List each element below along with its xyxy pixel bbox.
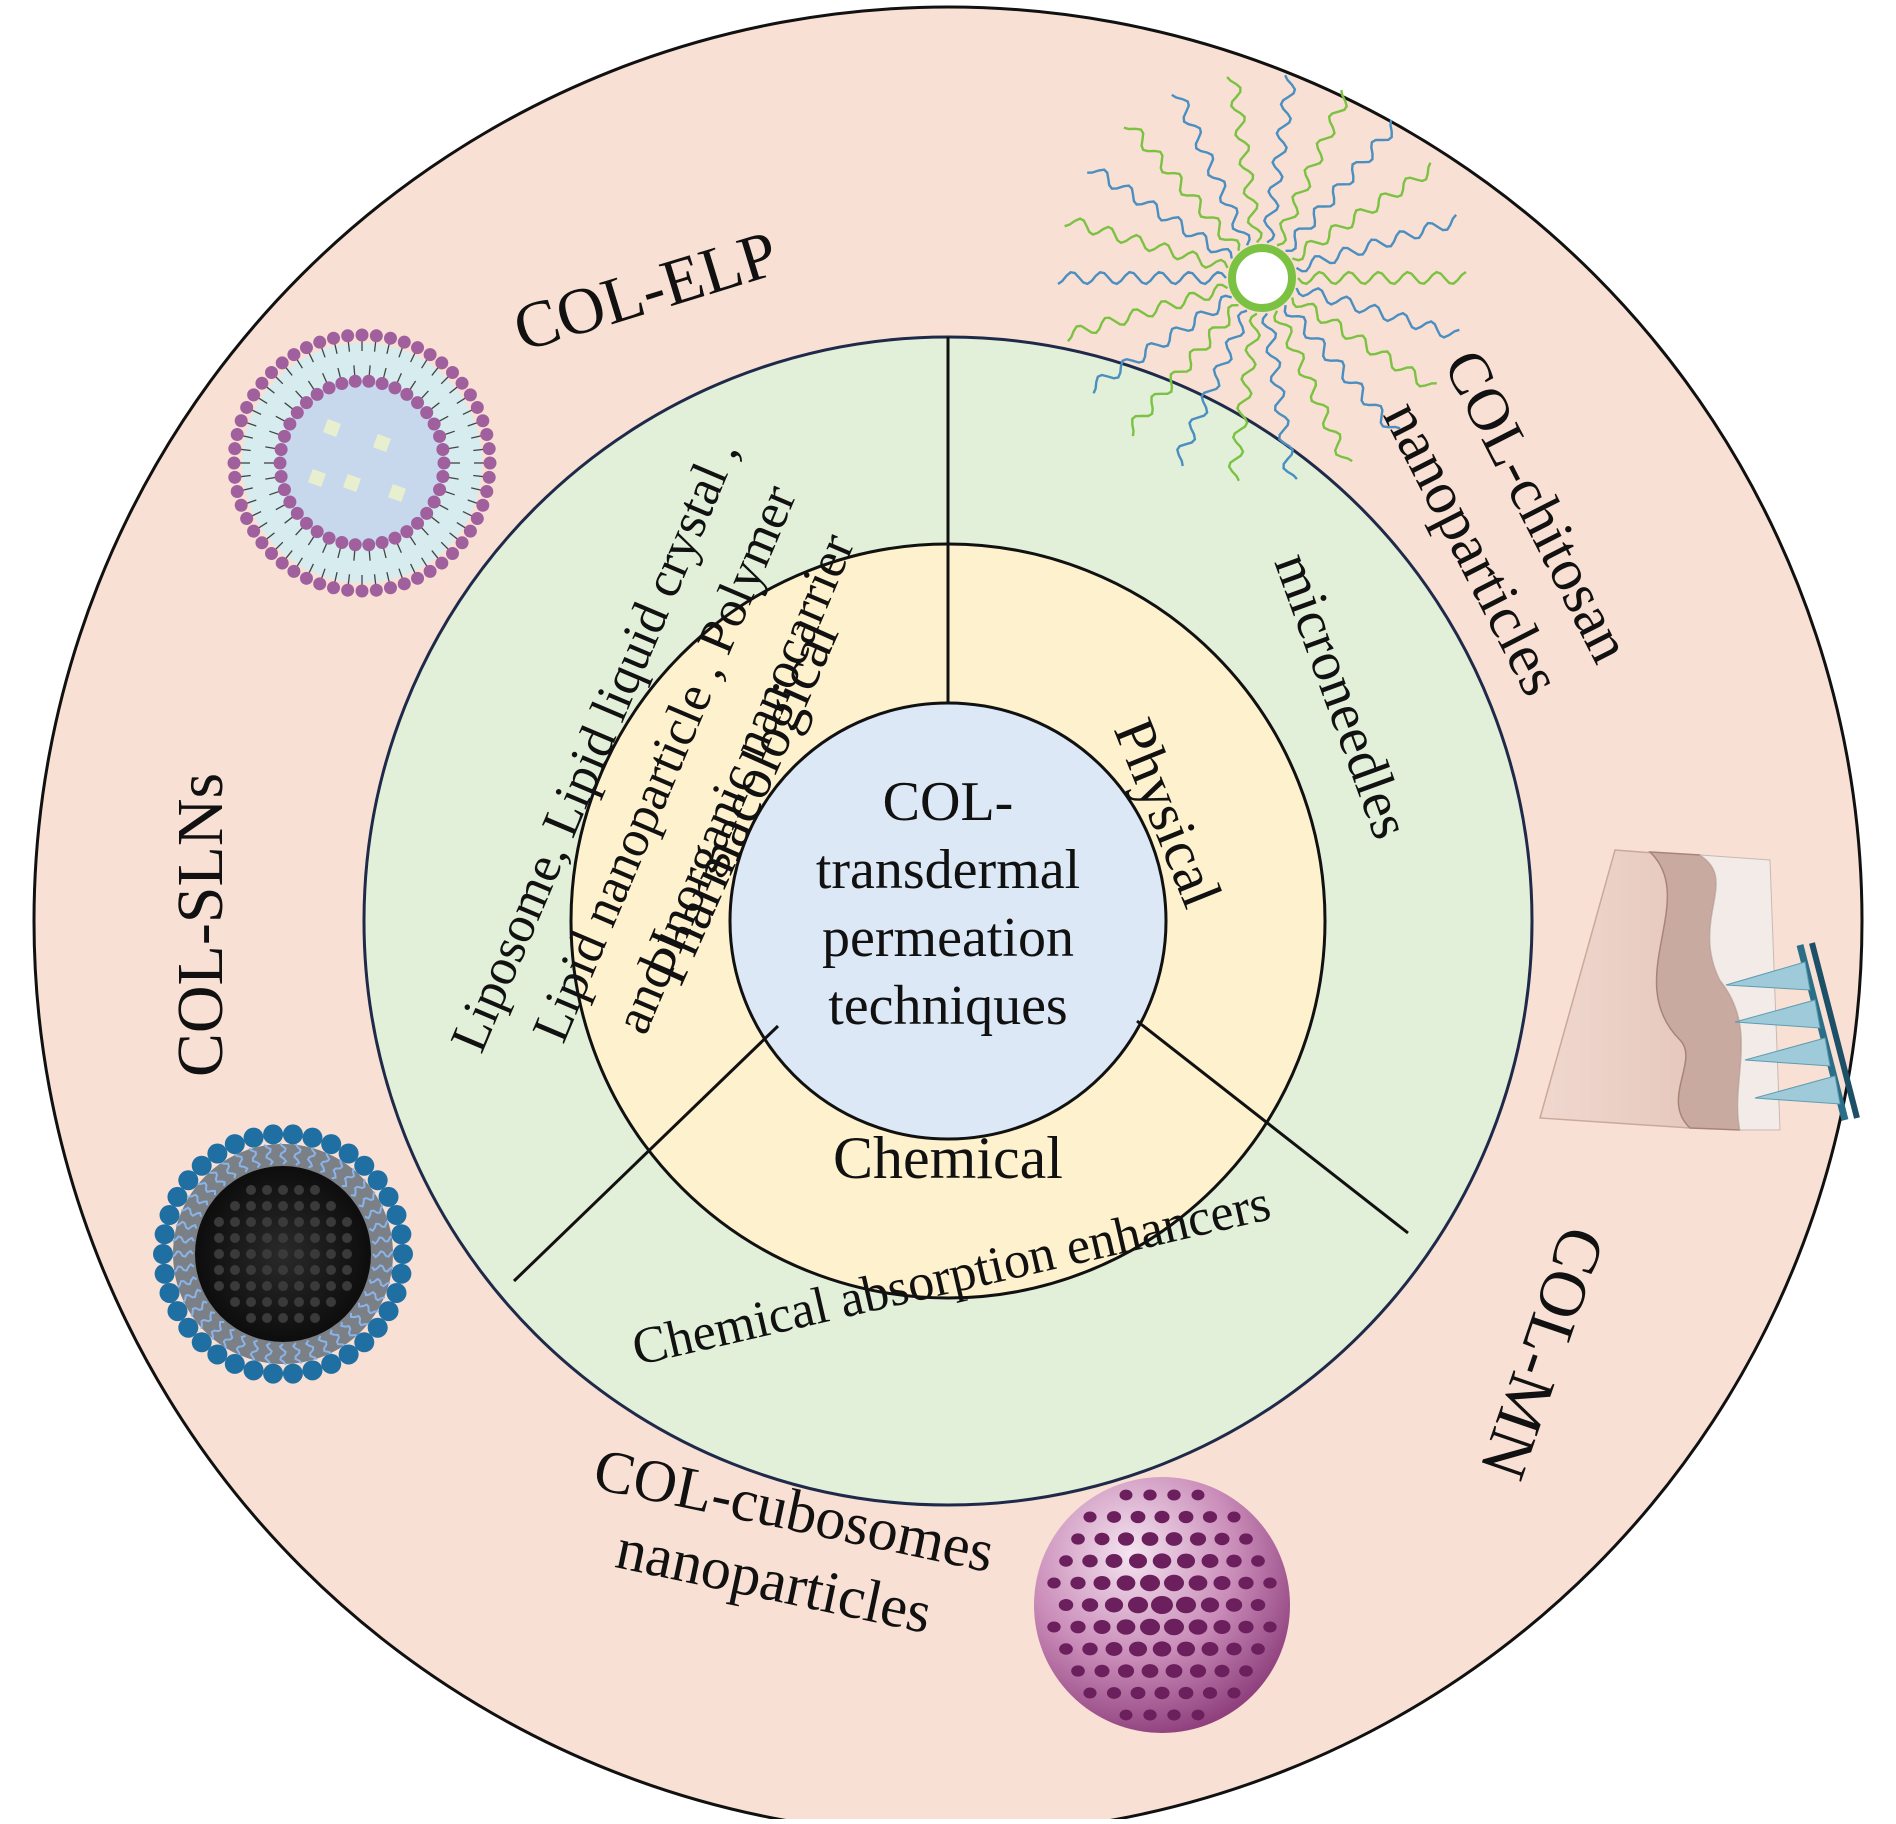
center-line-3: permeation [822,907,1074,969]
solid-lipid-nanoparticle-icon [153,1124,413,1384]
cubosome-icon [1034,1477,1290,1733]
microneedle-skin-icon [1539,849,1860,1131]
divider-right [1136,1019,1409,1235]
formulation-col-slns: COL-SLNs [164,773,237,1077]
center-line-1: COL- [883,771,1014,833]
center-line-4: techniques [828,975,1067,1037]
center-line-2: transdermal [816,839,1080,901]
liposome-icon [227,328,497,598]
chitosan-nanoparticle-icon [1057,74,1467,482]
category-chemical: Chemical [833,1125,1063,1191]
divider-left [512,1024,780,1283]
